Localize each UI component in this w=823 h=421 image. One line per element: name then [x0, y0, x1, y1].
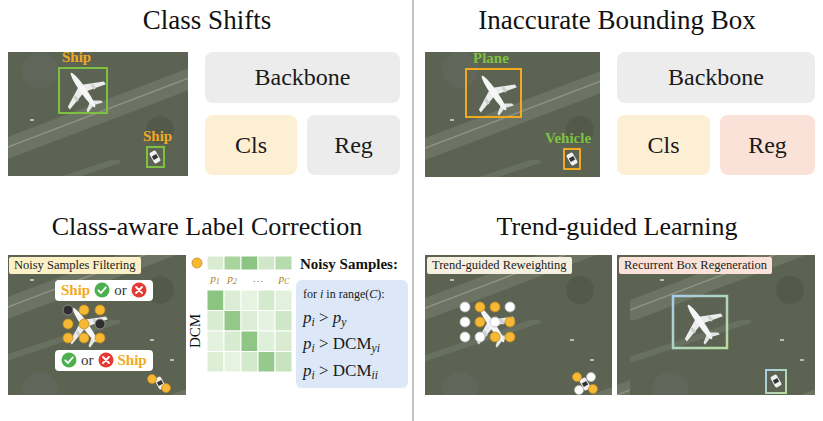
plane-figure	[464, 63, 524, 123]
module-box: Backbone	[617, 52, 815, 103]
prob-vector	[207, 256, 292, 270]
module-box: Cls	[205, 115, 297, 175]
bounding-box: Vehicle	[563, 148, 581, 170]
box-text: Reg	[334, 131, 373, 160]
module-box: Reg	[307, 115, 400, 175]
box-text: Backbone	[668, 63, 764, 92]
box-text: Noisy Samples Filtering	[14, 258, 136, 273]
aerial-image	[425, 52, 600, 177]
module-box: Backbone	[205, 52, 400, 103]
check-icon	[61, 352, 77, 368]
check-icon	[94, 282, 110, 298]
badge-text: Ship	[118, 351, 147, 370]
box-text: pi > DCMii	[303, 361, 378, 381]
aerial-ground	[8, 255, 186, 395]
box-text: pi > py	[303, 308, 346, 328]
panel-title: Trend-guided Learning	[497, 212, 738, 242]
aerial-ground	[8, 52, 188, 176]
rule-box: for i in range(C): pi > py pi > DCMyi pi > …	[296, 280, 408, 388]
box-text: Cls	[647, 131, 679, 160]
aerial-image	[8, 255, 186, 395]
vector-label: p1	[210, 272, 219, 285]
bounding-box: Ship	[58, 67, 108, 114]
class-label: Vehicle	[545, 129, 591, 147]
aerial-image	[425, 255, 612, 395]
panel-title: Class Shifts	[143, 5, 271, 36]
box-text: pi > DCMyi	[303, 334, 380, 354]
box-text: Recurrent Box Regeneration	[624, 258, 767, 273]
vector-label: …	[253, 272, 264, 285]
module-box: Reg	[720, 115, 815, 175]
panel-title: Class-aware Label Correction	[52, 212, 362, 242]
module-box: Cls	[617, 115, 710, 175]
dcm-matrix	[207, 290, 292, 372]
section-heading: Noisy Samples:	[300, 256, 398, 273]
class-label: Plane	[473, 49, 509, 67]
box-text: for i in range(C):	[303, 287, 385, 301]
matrix-label: DCM	[187, 314, 204, 348]
plane-figure	[670, 292, 730, 352]
aerial-ground	[617, 255, 815, 395]
vehicle-figure	[149, 150, 161, 164]
sample-dot	[192, 258, 202, 268]
plane-figure	[462, 295, 522, 355]
bounding-box: Plane	[465, 68, 522, 118]
image-tag: Trend-guided Reweighting	[427, 257, 572, 274]
image-tag: Recurrent Box Regeneration	[619, 257, 772, 274]
image-tag: Noisy Samples Filtering	[9, 257, 141, 274]
badge-text: or	[81, 351, 94, 370]
box-text: Trend-guided Reweighting	[432, 258, 567, 273]
box-text: Cls	[235, 131, 267, 160]
weighted-dots	[460, 302, 598, 395]
cross-icon	[131, 282, 147, 298]
divider	[412, 0, 413, 421]
aerial-image	[617, 255, 815, 395]
vehicle-figure	[770, 374, 782, 388]
vehicle-figure	[566, 152, 578, 166]
plane-figure	[55, 295, 115, 355]
regenerated-box	[673, 296, 727, 348]
label-badge: or Ship	[55, 350, 153, 371]
class-label: Ship	[143, 127, 172, 145]
badge-text: Ship	[61, 281, 90, 300]
sample-dots	[63, 305, 171, 393]
aerial-ground	[425, 52, 600, 177]
badge-text: or	[114, 281, 127, 300]
aerial-ground	[425, 255, 612, 395]
plane-figure	[53, 60, 113, 120]
vector-label: pC	[279, 272, 289, 285]
class-label: Ship	[62, 48, 91, 66]
label-badge: Ship or	[55, 280, 153, 301]
aerial-image	[8, 52, 188, 176]
vector-label: p2	[227, 272, 236, 285]
box-text: Reg	[748, 131, 787, 160]
regenerated-box	[766, 370, 786, 393]
box-text: Backbone	[255, 63, 351, 92]
cross-icon	[98, 352, 114, 368]
bounding-box: Ship	[146, 146, 165, 168]
panel-title: Inaccurate Bounding Box	[478, 5, 755, 36]
